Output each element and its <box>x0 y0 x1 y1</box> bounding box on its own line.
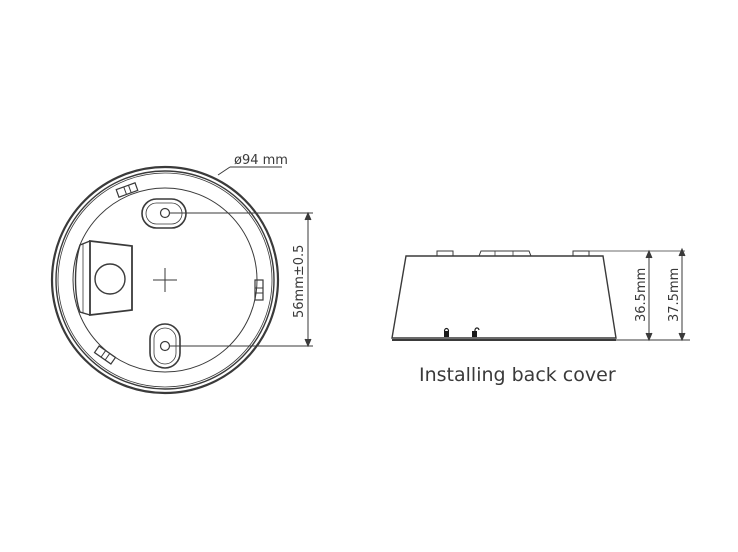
hole-spacing-label: 56mm±0.5 <box>292 245 307 318</box>
clip-bottom-left <box>93 345 117 365</box>
lock-closed-icon <box>443 327 450 337</box>
clip-top-left <box>115 182 139 198</box>
cable-compartment <box>74 239 133 317</box>
clip-right <box>254 279 264 301</box>
height-outer-label: 37.5mm <box>667 268 682 322</box>
top-tab-right <box>572 250 590 257</box>
hole-spacing-dimension <box>170 211 313 348</box>
outer-rim-edge <box>57 172 273 388</box>
height-inner-label: 36.5mm <box>634 268 649 322</box>
side-view <box>391 247 690 342</box>
diameter-label: ø94 mm <box>234 153 288 168</box>
top-tab-left <box>436 250 454 257</box>
diameter-leader <box>217 166 282 176</box>
height-dimensions <box>616 247 690 342</box>
lock-open-icon <box>472 327 480 337</box>
outer-rim-inner <box>55 170 275 390</box>
outer-rim <box>50 165 280 395</box>
cover-body <box>391 255 617 339</box>
top-tab-center <box>478 250 532 257</box>
diagram-caption: Installing back cover <box>419 364 616 386</box>
top-view <box>50 165 313 395</box>
center-mark <box>153 268 177 292</box>
